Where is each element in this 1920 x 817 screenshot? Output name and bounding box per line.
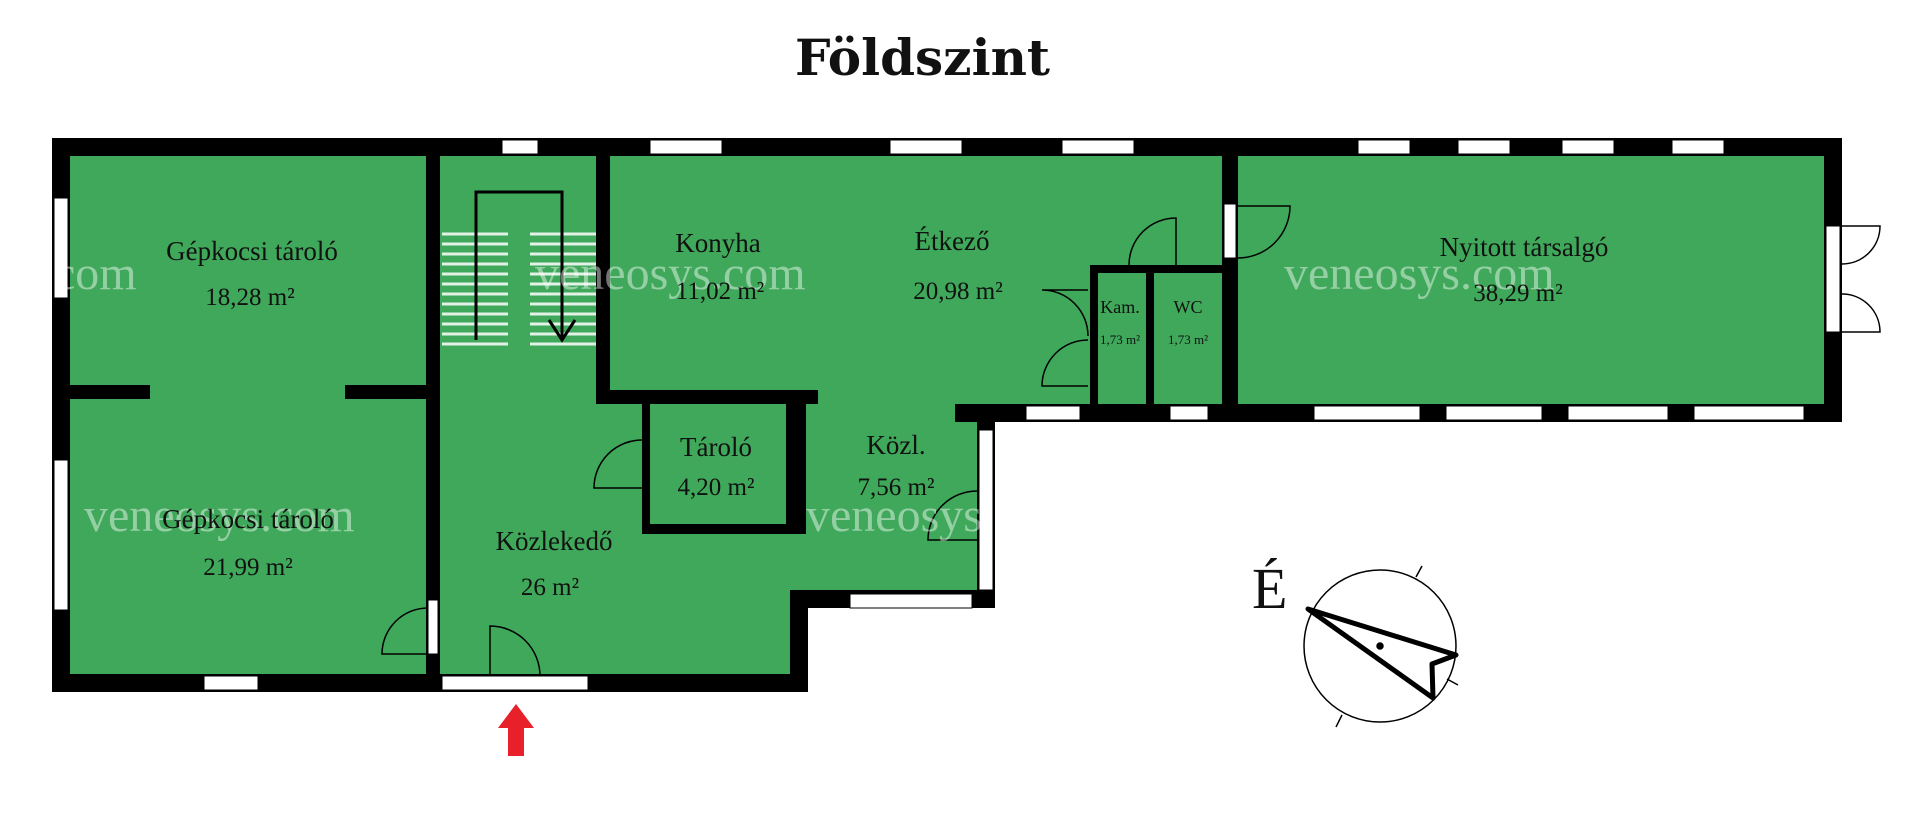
room-name: Kam. <box>1100 297 1140 317</box>
room-area: 1,73 m² <box>1099 332 1141 347</box>
room-area: 4,20 m² <box>677 474 755 501</box>
room-area: 1,73 m² <box>1167 332 1209 347</box>
floor-title: Földszint <box>794 28 1051 87</box>
compass-icon <box>1303 565 1459 728</box>
doors <box>381 205 1881 677</box>
room-name: Gépkocsi tároló <box>166 236 338 266</box>
room-area: 7,56 m² <box>857 474 935 501</box>
room-name: WC <box>1173 297 1203 317</box>
north-label: É <box>1252 556 1288 621</box>
room-area: 26 m² <box>520 574 580 601</box>
windows <box>53 139 1841 691</box>
room-name: Tároló <box>680 432 752 462</box>
room-name: Konyha <box>675 228 761 258</box>
room-name: Nyitott társalgó <box>1439 232 1609 262</box>
room-name: Közl. <box>866 430 926 460</box>
room-area: 38,29 m² <box>1473 280 1563 307</box>
room-area: 11,02 m² <box>675 278 765 305</box>
entrance-arrow <box>498 704 534 756</box>
room-area: 20,98 m² <box>913 278 1003 305</box>
stairs <box>442 190 596 346</box>
watermark-partial: com <box>54 247 137 300</box>
watermark-partial-2: veneosys <box>806 489 982 542</box>
room-name: Étkező <box>914 226 990 256</box>
room-name: Gépkocsi tároló <box>162 504 334 534</box>
room-area: 21,99 m² <box>203 554 293 581</box>
watermark: veneosys.com <box>84 489 355 542</box>
watermark: veneosys.com <box>535 247 806 300</box>
watermark: veneosys.com <box>1284 247 1555 300</box>
room-area: 18,28 m² <box>205 284 295 311</box>
room-name: Közlekedő <box>495 526 613 556</box>
